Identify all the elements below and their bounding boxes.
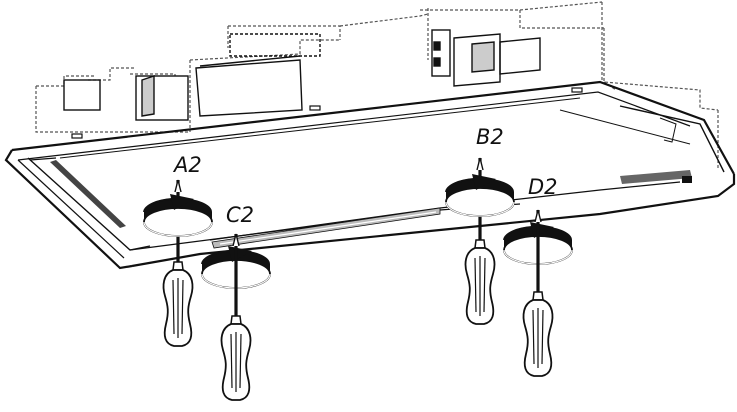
callout-label-c2: C2 (226, 203, 254, 227)
callout-label-d2: D2 (528, 175, 558, 199)
clockwise-rotation-arrow-icon (143, 193, 213, 237)
panel-frame (4, 80, 736, 270)
screwdriver-d2: D2 (503, 175, 573, 378)
front-strip (50, 117, 692, 249)
screwdriver-b2: B2 (445, 125, 515, 326)
frame-clips (71, 87, 583, 139)
clockwise-rotation-arrow-icon (445, 173, 515, 217)
screwdriver-a2: A2 (143, 153, 213, 348)
callout-label-b2: B2 (476, 125, 504, 149)
screwdriver-c2: C2 (201, 203, 271, 402)
housing-components (63, 29, 541, 121)
callout-label-a2: A2 (172, 153, 202, 177)
